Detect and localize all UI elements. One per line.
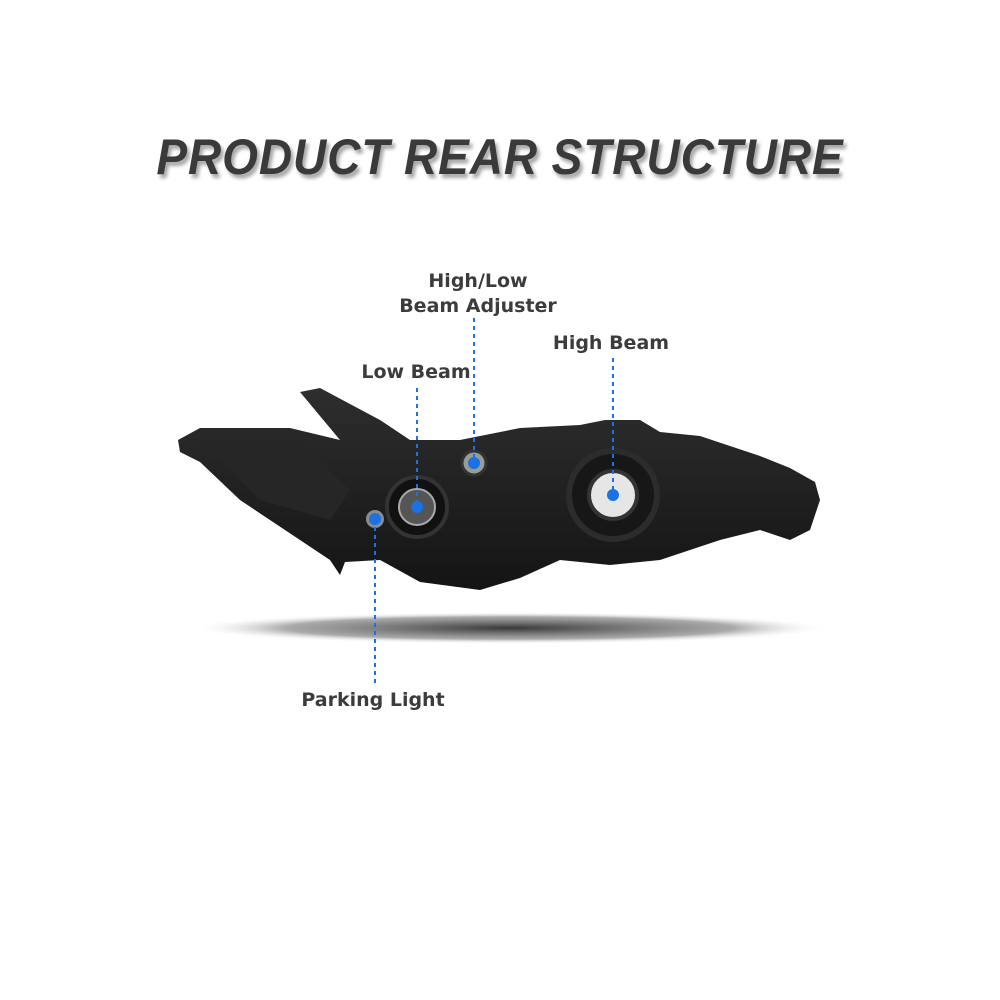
callout-parking-light: Parking Light [301, 689, 445, 711]
floor-shadow [190, 612, 830, 644]
adjuster-marker [468, 457, 480, 469]
callout-low-beam: Low Beam [361, 361, 471, 383]
callout-adjuster: High/Low Beam Adjuster [399, 269, 557, 319]
page-title: PRODUCT REAR STRUCTURE [156, 129, 844, 185]
headlight-housing [178, 388, 820, 590]
callout-high-beam: High Beam [552, 332, 670, 354]
callout-adjuster-line1: High/Low [428, 270, 528, 292]
parking-light-marker [369, 513, 381, 525]
low-beam-marker [411, 501, 423, 513]
callout-adjuster-line2: Beam Adjuster [399, 295, 557, 317]
high-beam-marker [607, 489, 619, 501]
